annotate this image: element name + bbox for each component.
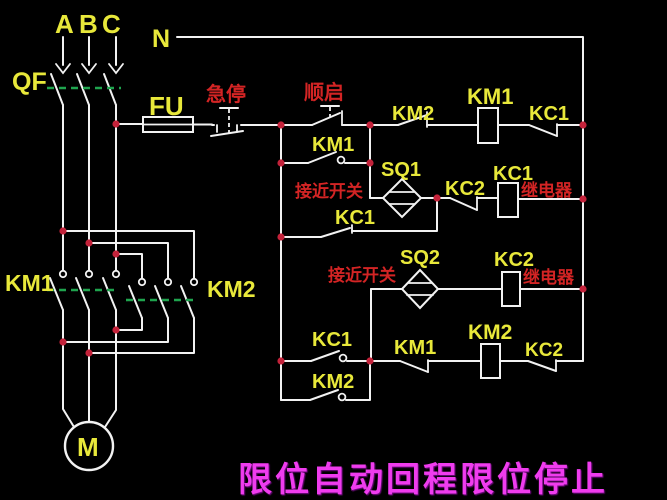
km2-return-wire-3 bbox=[88, 317, 195, 354]
label-phase-c: C bbox=[102, 9, 121, 39]
estop-movable-bar bbox=[210, 130, 244, 137]
label-kc1-selfhold: KC1 bbox=[335, 207, 375, 229]
label-km2-main: KM2 bbox=[207, 276, 256, 302]
km2-no-fixed-contact bbox=[337, 392, 347, 402]
label-phase-b: B bbox=[79, 9, 98, 39]
caption-text: 限位自动回程限位停止 bbox=[238, 461, 608, 499]
km1-hold-blade bbox=[307, 151, 337, 164]
label-emergency-stop: 急停 bbox=[206, 82, 246, 106]
km1-hold-fixed-contact bbox=[336, 155, 346, 165]
km2-pole-1-blade bbox=[128, 285, 143, 319]
rung2-kc1-coil bbox=[280, 177, 584, 238]
km2-pole-2-pivot bbox=[163, 277, 173, 287]
label-km1-coil: KM1 bbox=[467, 84, 513, 109]
km2-coil bbox=[480, 343, 501, 379]
km2-return-wire-2 bbox=[62, 317, 169, 343]
label-breaker-qf: QF bbox=[12, 68, 47, 96]
motor-branch bbox=[62, 309, 117, 472]
label-km2-nc-rung1: KM2 bbox=[392, 103, 434, 125]
km2-pole-2-blade bbox=[154, 285, 169, 319]
qf-blade-b bbox=[76, 73, 90, 106]
km1-main-contacts bbox=[47, 269, 121, 311]
label-kc2-nc-rung2: KC2 bbox=[445, 178, 485, 200]
km2-pole-1-pivot bbox=[137, 277, 147, 287]
label-sq1: SQ1 bbox=[381, 159, 421, 181]
km2-no-blade bbox=[309, 389, 339, 401]
kc1-no-fixed-contact bbox=[338, 353, 348, 363]
label-relay-2: 继电器 bbox=[523, 267, 575, 287]
start-button-symbol bbox=[280, 105, 371, 126]
km1-pole-b-blade bbox=[75, 277, 90, 311]
breaker-qf bbox=[47, 73, 121, 106]
sq1-proximity-symbol bbox=[381, 177, 423, 219]
label-fuse-fu: FU bbox=[149, 91, 184, 121]
kc1-coil bbox=[497, 182, 519, 218]
control-feed bbox=[115, 116, 213, 133]
km2-no-wire-right bbox=[345, 360, 371, 401]
kc1-hold-blade bbox=[320, 227, 351, 238]
label-sq2: SQ2 bbox=[400, 247, 440, 269]
kc2-coil bbox=[501, 271, 521, 307]
label-relay-1: 继电器 bbox=[521, 180, 573, 200]
phase-a-arrow-icon bbox=[55, 63, 71, 75]
neutral-bus-wire bbox=[176, 36, 584, 362]
phase-c-arrow-icon bbox=[108, 63, 124, 75]
label-kc1-coil: KC1 bbox=[493, 163, 533, 185]
km1-pole-c-pivot bbox=[111, 269, 121, 279]
sq2-inner-bars bbox=[406, 282, 434, 296]
rung1-km1-coil bbox=[369, 107, 584, 144]
label-km1-selfhold: KM1 bbox=[312, 134, 354, 156]
qf-blade-c bbox=[103, 73, 117, 106]
label-km2-coil: KM2 bbox=[468, 321, 512, 344]
label-neutral: N bbox=[152, 25, 170, 53]
km1-selfhold-contact bbox=[280, 151, 371, 165]
km2-feed-wire-3 bbox=[115, 253, 143, 279]
label-kc1-nc-rung1: KC1 bbox=[529, 103, 569, 125]
motor-circle bbox=[63, 420, 115, 472]
text-labels: A B C N QF FU 急停 顺启 KM1 KM2 KM1 KC1 SQ1 … bbox=[5, 9, 608, 499]
start-blade bbox=[311, 112, 341, 126]
motor-lead-c bbox=[104, 309, 117, 428]
phase-b-arrow-icon bbox=[81, 63, 97, 75]
km2-feed-wire-1 bbox=[62, 230, 195, 279]
kc2-nc2-blade bbox=[527, 360, 557, 372]
junction-dots bbox=[59, 120, 587, 365]
label-phase-a: A bbox=[55, 9, 74, 39]
kc1-hold-wire-right bbox=[351, 197, 438, 232]
km2-feed-wire-2 bbox=[88, 242, 169, 279]
km2-return-wire-1 bbox=[115, 317, 143, 331]
label-proximity-switch-1: 接近开关 bbox=[295, 181, 363, 201]
kc1-nc-blade bbox=[528, 124, 558, 137]
km1-pole-c-blade bbox=[102, 277, 117, 311]
phase-feed-lines bbox=[55, 36, 124, 75]
km1-coil bbox=[477, 107, 499, 144]
label-km1-main: KM1 bbox=[5, 270, 54, 296]
km1-pole-a-pivot bbox=[58, 269, 68, 279]
emergency-stop-button-symbol bbox=[210, 107, 282, 137]
label-km1-nc-rung4: KM1 bbox=[394, 337, 436, 359]
label-sequence-start: 顺启 bbox=[304, 80, 344, 104]
label-motor-m: M bbox=[77, 432, 99, 462]
km1-nc-blade bbox=[399, 360, 429, 373]
label-kc1-no-rung4: KC1 bbox=[312, 329, 352, 351]
sq1-inner-bars bbox=[388, 191, 416, 205]
label-km2-no-rung4: KM2 bbox=[312, 371, 354, 393]
km2-pole-3-blade bbox=[180, 285, 195, 319]
kc2-nc-blade bbox=[449, 197, 478, 211]
km2-main-contacts bbox=[62, 230, 199, 354]
motor-lead-a bbox=[62, 309, 75, 428]
label-kc2-nc-rung4: KC2 bbox=[525, 340, 563, 361]
qf-blade-a bbox=[50, 73, 64, 106]
kc1-no-blade bbox=[310, 350, 340, 362]
km1-pole-a-blade bbox=[49, 277, 64, 311]
sq2-proximity-symbol bbox=[400, 268, 440, 310]
rung4-km2-coil bbox=[280, 343, 584, 402]
km2-nc-blade bbox=[397, 114, 428, 126]
label-proximity-switch-2: 接近开关 bbox=[328, 265, 396, 285]
km1-pole-b-pivot bbox=[84, 269, 94, 279]
rung3-kc2-coil bbox=[370, 268, 584, 362]
label-kc2-coil: KC2 bbox=[494, 249, 534, 271]
km2-pole-3-pivot bbox=[189, 277, 199, 287]
